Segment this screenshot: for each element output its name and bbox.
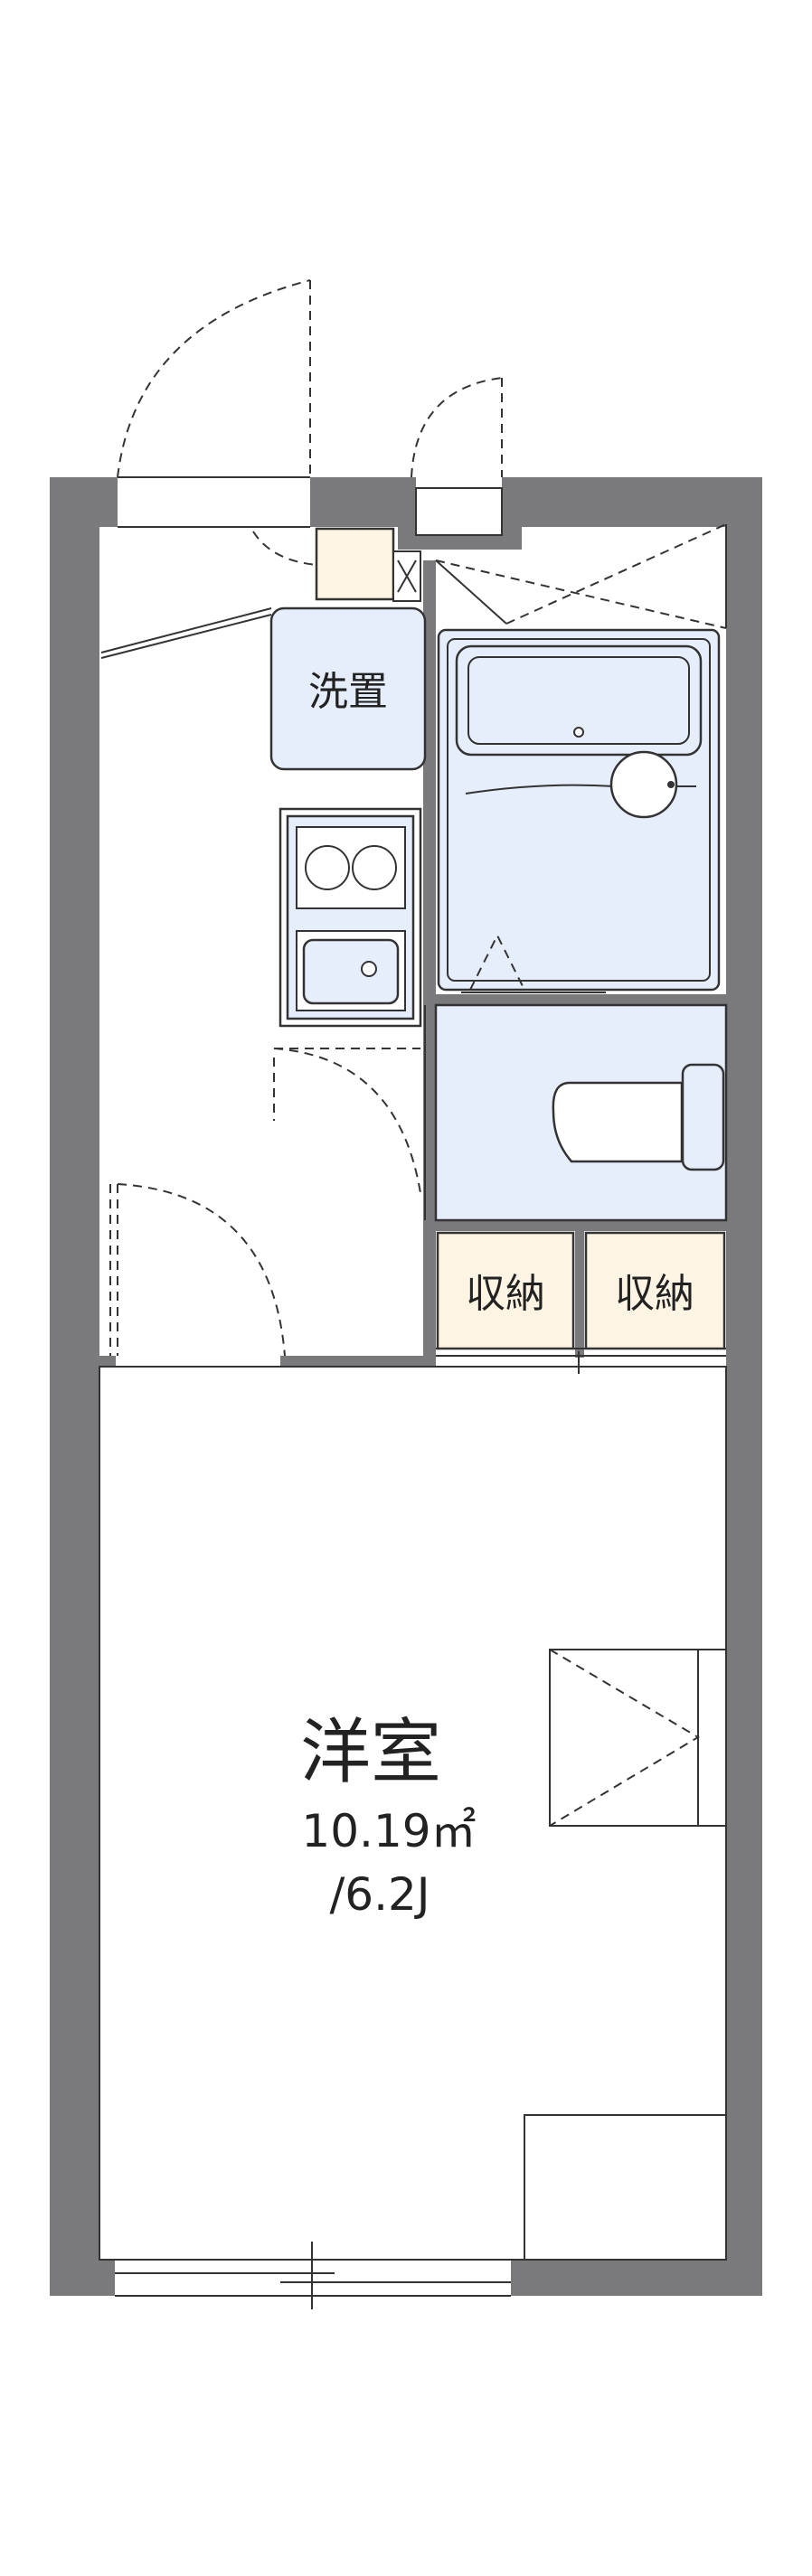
wall-right (726, 477, 762, 2296)
wall-left (50, 477, 99, 2296)
storage-1 (436, 1231, 575, 1350)
wall-top-right (502, 477, 762, 527)
area-m2-label: 10.19㎡ (301, 1805, 476, 1857)
door-swing-top-right (411, 377, 503, 478)
wall-bottom-left (50, 2260, 115, 2296)
door-swing-room (117, 1183, 286, 1357)
entrance-step (100, 614, 272, 659)
bottom-right-box (524, 2114, 727, 2261)
air-conditioner (549, 1649, 727, 1827)
door-swing-washer (252, 531, 317, 566)
area-jou-label: /6.2J (329, 1868, 430, 1921)
wall-storage-split (575, 1231, 584, 1358)
wall-bath-left (423, 560, 436, 1356)
washbasin (609, 750, 678, 819)
door-swing-kitchen (273, 1048, 421, 1194)
wall-bottom-right (511, 2260, 762, 2296)
wall-top-mid (310, 477, 411, 527)
basin-edge (465, 784, 696, 794)
kitchen-counter (279, 807, 422, 1028)
burner-right-icon (352, 845, 397, 890)
storage-2-label: 収納 (615, 1271, 694, 1317)
toilet-icon (552, 1081, 684, 1163)
washer-faucet-box (315, 527, 395, 601)
bath-ceiling-line-2 (505, 523, 727, 625)
wall-toilet-storage (436, 1220, 726, 1231)
tub-drain-icon (573, 727, 584, 738)
washer-space (269, 606, 427, 771)
wall-bath-toilet (436, 994, 726, 1005)
bath-door-mark (469, 933, 525, 991)
toilet-room (434, 1003, 728, 1222)
main-room-label: 洋室 (300, 1712, 441, 1793)
bathtub (455, 644, 703, 757)
toilet-tank (681, 1063, 725, 1171)
wall-top-left (50, 477, 118, 527)
bath-ceiling-line-1 (435, 559, 727, 629)
door-swing-top-left (117, 279, 311, 478)
burner-left-icon (305, 845, 350, 890)
bathroom (435, 523, 727, 992)
wall-kitchen-room (280, 1356, 436, 1367)
top-opening-left (118, 476, 310, 528)
ac-mark (549, 1649, 700, 1827)
vent-box (415, 487, 503, 536)
drain-icon (361, 961, 377, 977)
bottom-window (115, 2242, 511, 2309)
storage-1-label: 収納 (466, 1271, 545, 1317)
interior-walls (99, 560, 726, 1367)
storage-2 (584, 1231, 726, 1350)
washer-label: 洗置 (308, 669, 388, 715)
